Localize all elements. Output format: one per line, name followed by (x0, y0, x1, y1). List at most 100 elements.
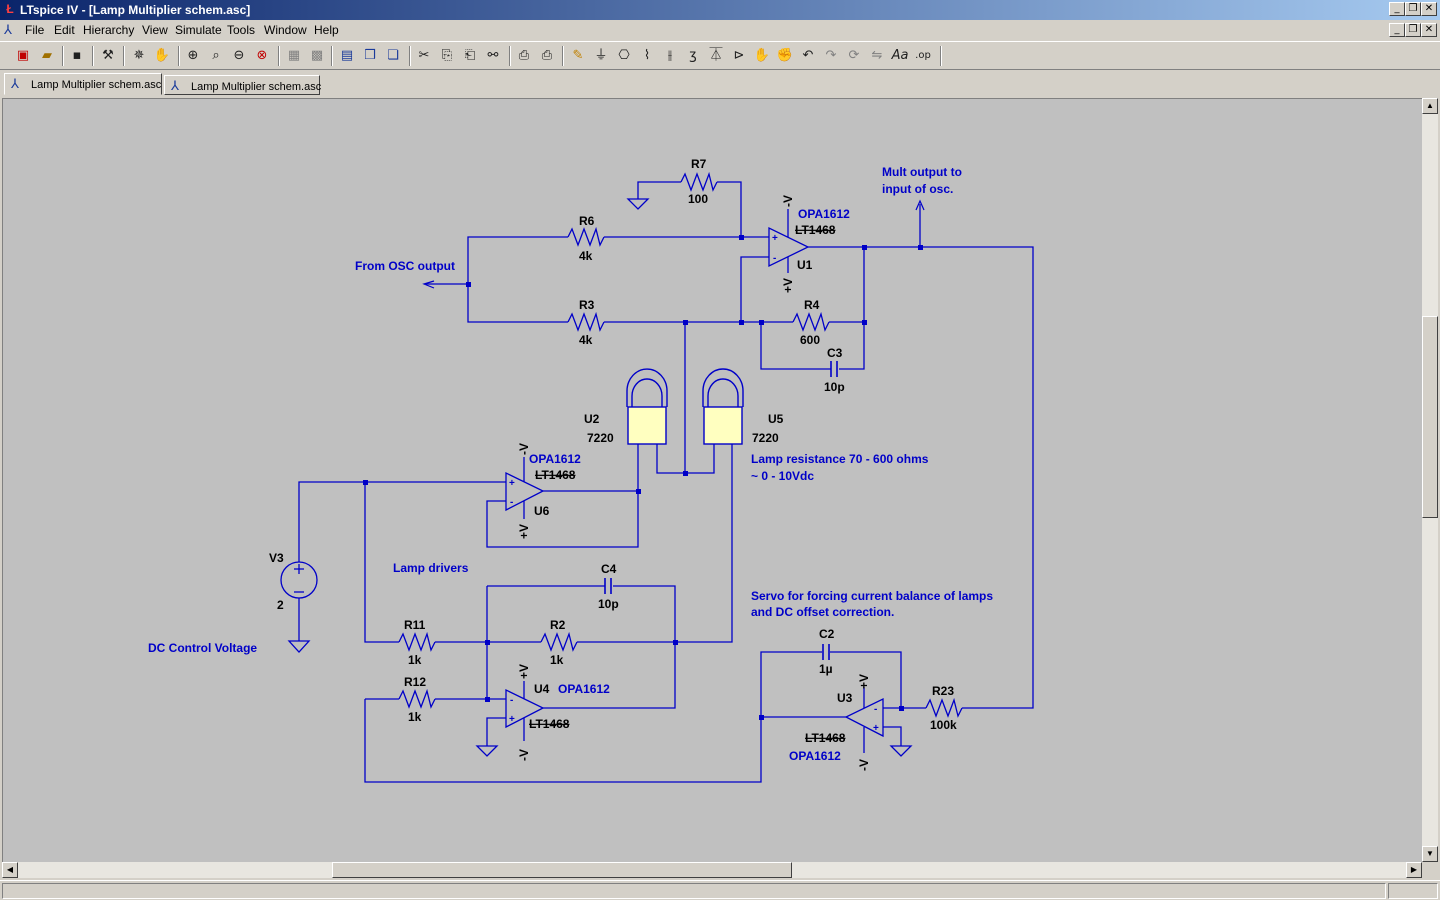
document-system-icon[interactable]: ⅄ (4, 22, 12, 37)
tab-lamp-multiplier-1[interactable]: ⅄ Lamp Multiplier schem.asc (4, 73, 162, 95)
ltspice-app-icon[interactable]: Ł (6, 2, 14, 16)
capacitor-icon[interactable]: ⫲ (667, 48, 673, 63)
resistor-r6 (567, 226, 605, 247)
cut-icon[interactable]: ✂ (418, 48, 430, 63)
undo-icon[interactable]: ↶ (802, 48, 814, 63)
resistor-icon[interactable]: ⌇ (643, 48, 651, 63)
zoom-in-icon[interactable]: ⊕ (187, 48, 199, 63)
schematic-icon: ⅄ (171, 78, 179, 93)
menu-edit[interactable]: Edit (54, 23, 75, 37)
cascade-icon[interactable]: ❒ (364, 48, 376, 63)
resistor-r11 (398, 631, 436, 652)
vertical-scroll-thumb[interactable] (1422, 316, 1438, 518)
menu-view[interactable]: View (142, 23, 168, 37)
ground-symbol (287, 640, 311, 653)
mdi-close-button[interactable]: ✕ (1421, 23, 1437, 37)
r12-value: 1k (408, 710, 422, 724)
zoom-cancel-icon[interactable]: ⊗ (256, 48, 268, 63)
print-icon[interactable]: ⎙ (541, 48, 553, 63)
rotate-icon[interactable]: ⟳ (848, 48, 860, 63)
toolbar-separator (123, 46, 125, 66)
paste-icon[interactable]: ⎗ (464, 48, 476, 63)
label-net-icon[interactable]: ⎔ (618, 48, 630, 63)
move-icon[interactable]: ✋ (753, 48, 771, 63)
u5-name: U5 (768, 412, 784, 426)
print-setup-icon[interactable]: ⎙ (518, 48, 530, 63)
u2-name: U2 (584, 412, 600, 426)
capacitors (604, 361, 838, 660)
component-icon[interactable]: ⊳ (733, 48, 745, 63)
u3-pos-supply: +V (857, 674, 871, 689)
r7-value: 100 (688, 192, 708, 206)
c4-name: C4 (601, 562, 617, 576)
mdi-restore-button[interactable]: ❐ (1405, 23, 1421, 37)
text-icon[interactable]: Aa (891, 48, 909, 63)
save-icon[interactable]: ▪ (72, 48, 82, 63)
control-panel-icon[interactable]: ⚒ (102, 48, 114, 63)
run-icon[interactable]: ✵ (133, 48, 145, 63)
tile-horizontal-icon[interactable]: ▤ (340, 48, 354, 63)
wires (298, 181, 1034, 783)
junction (683, 320, 688, 325)
scroll-right-button[interactable]: ▶ (1406, 862, 1422, 878)
zoom-out-icon[interactable]: ⊖ (233, 48, 245, 63)
minimize-button[interactable]: _ (1389, 2, 1405, 16)
open-icon[interactable]: ▰ (42, 48, 52, 63)
u6-neg-supply: -V (517, 443, 531, 455)
resistor-r23 (925, 697, 963, 718)
inductor-icon[interactable]: ʒ (689, 48, 697, 63)
redo-icon[interactable]: ↷ (825, 48, 837, 63)
schematic-drawing: + - + - - + - + R7 100 R6 4k R3 4k R4 60… (148, 157, 1034, 783)
menu-window[interactable]: Window (264, 23, 307, 37)
menu-simulate[interactable]: Simulate (175, 23, 222, 37)
u4-minus-sign: - (510, 695, 513, 706)
scroll-down-button[interactable]: ▼ (1422, 846, 1438, 862)
horizontal-scroll-thumb[interactable] (332, 862, 792, 878)
autorange-icon[interactable]: ▦ (287, 48, 301, 63)
toolbar-separator (940, 46, 942, 66)
close-button[interactable]: ✕ (1421, 2, 1437, 16)
halt-icon[interactable]: ✋ (153, 48, 171, 63)
u6-minus-sign: - (510, 497, 513, 508)
u6-model: OPA1612 (529, 452, 581, 466)
wire (830, 651, 902, 708)
schematic-canvas[interactable]: + - + - - + - + R7 100 R6 4k R3 4k R4 60… (2, 98, 1422, 862)
wire (760, 322, 831, 370)
servo-comment-1: Servo for forcing current balance of lam… (751, 589, 993, 603)
wire (364, 482, 399, 643)
ground-icon[interactable]: ⏚ (594, 48, 608, 63)
r6-value: 4k (579, 249, 593, 263)
tab-lamp-multiplier-2[interactable]: ⅄ Lamp Multiplier schem.asc (164, 75, 321, 95)
grid-icon[interactable]: ▩ (310, 48, 324, 63)
menu-hierarchy[interactable]: Hierarchy (83, 23, 135, 37)
copy-icon[interactable]: ⎘ (441, 48, 453, 63)
mdi-minimize-button[interactable]: _ (1389, 23, 1405, 37)
new-schematic-icon[interactable]: ▣ (16, 48, 30, 63)
document-tab-bar: ⅄ Lamp Multiplier schem.asc ⅄ Lamp Multi… (0, 71, 1440, 95)
resistors (398, 171, 963, 718)
menu-file[interactable]: File (25, 23, 45, 37)
scroll-up-button[interactable]: ▲ (1422, 98, 1438, 114)
restore-button[interactable]: ❐ (1405, 2, 1421, 16)
u4-pos-supply: +V (517, 664, 531, 679)
horizontal-scrollbar[interactable]: ◀ ▶ (2, 862, 1422, 878)
spice-directive-icon[interactable]: .op (915, 50, 931, 61)
diode-icon[interactable]: ⏄ (709, 48, 723, 63)
r3-name: R3 (579, 298, 595, 312)
junction (363, 480, 368, 485)
find-icon[interactable]: ⚯ (487, 48, 499, 63)
window-title: LTspice IV - [Lamp Multiplier schem.asc] (20, 3, 251, 17)
opamp-pin-signs: + - + - - + - + (509, 233, 879, 734)
draw-wire-icon[interactable]: ✎ (572, 48, 584, 63)
close-all-icon[interactable]: ❏ (387, 48, 399, 63)
zoom-pan-icon[interactable]: ⌕ (212, 48, 220, 63)
scroll-left-button[interactable]: ◀ (2, 862, 18, 878)
mirror-icon[interactable]: ⇋ (871, 48, 883, 63)
menu-help[interactable]: Help (314, 23, 339, 37)
menu-tools[interactable]: Tools (227, 23, 256, 37)
drag-icon[interactable]: ✊ (776, 48, 794, 63)
u1-name: U1 (797, 258, 813, 272)
r6-name: R6 (579, 214, 595, 228)
vertical-scrollbar[interactable]: ▲ ▼ (1422, 98, 1438, 862)
lamp-resistance-comment-1: Lamp resistance 70 - 600 ohms (751, 452, 929, 466)
